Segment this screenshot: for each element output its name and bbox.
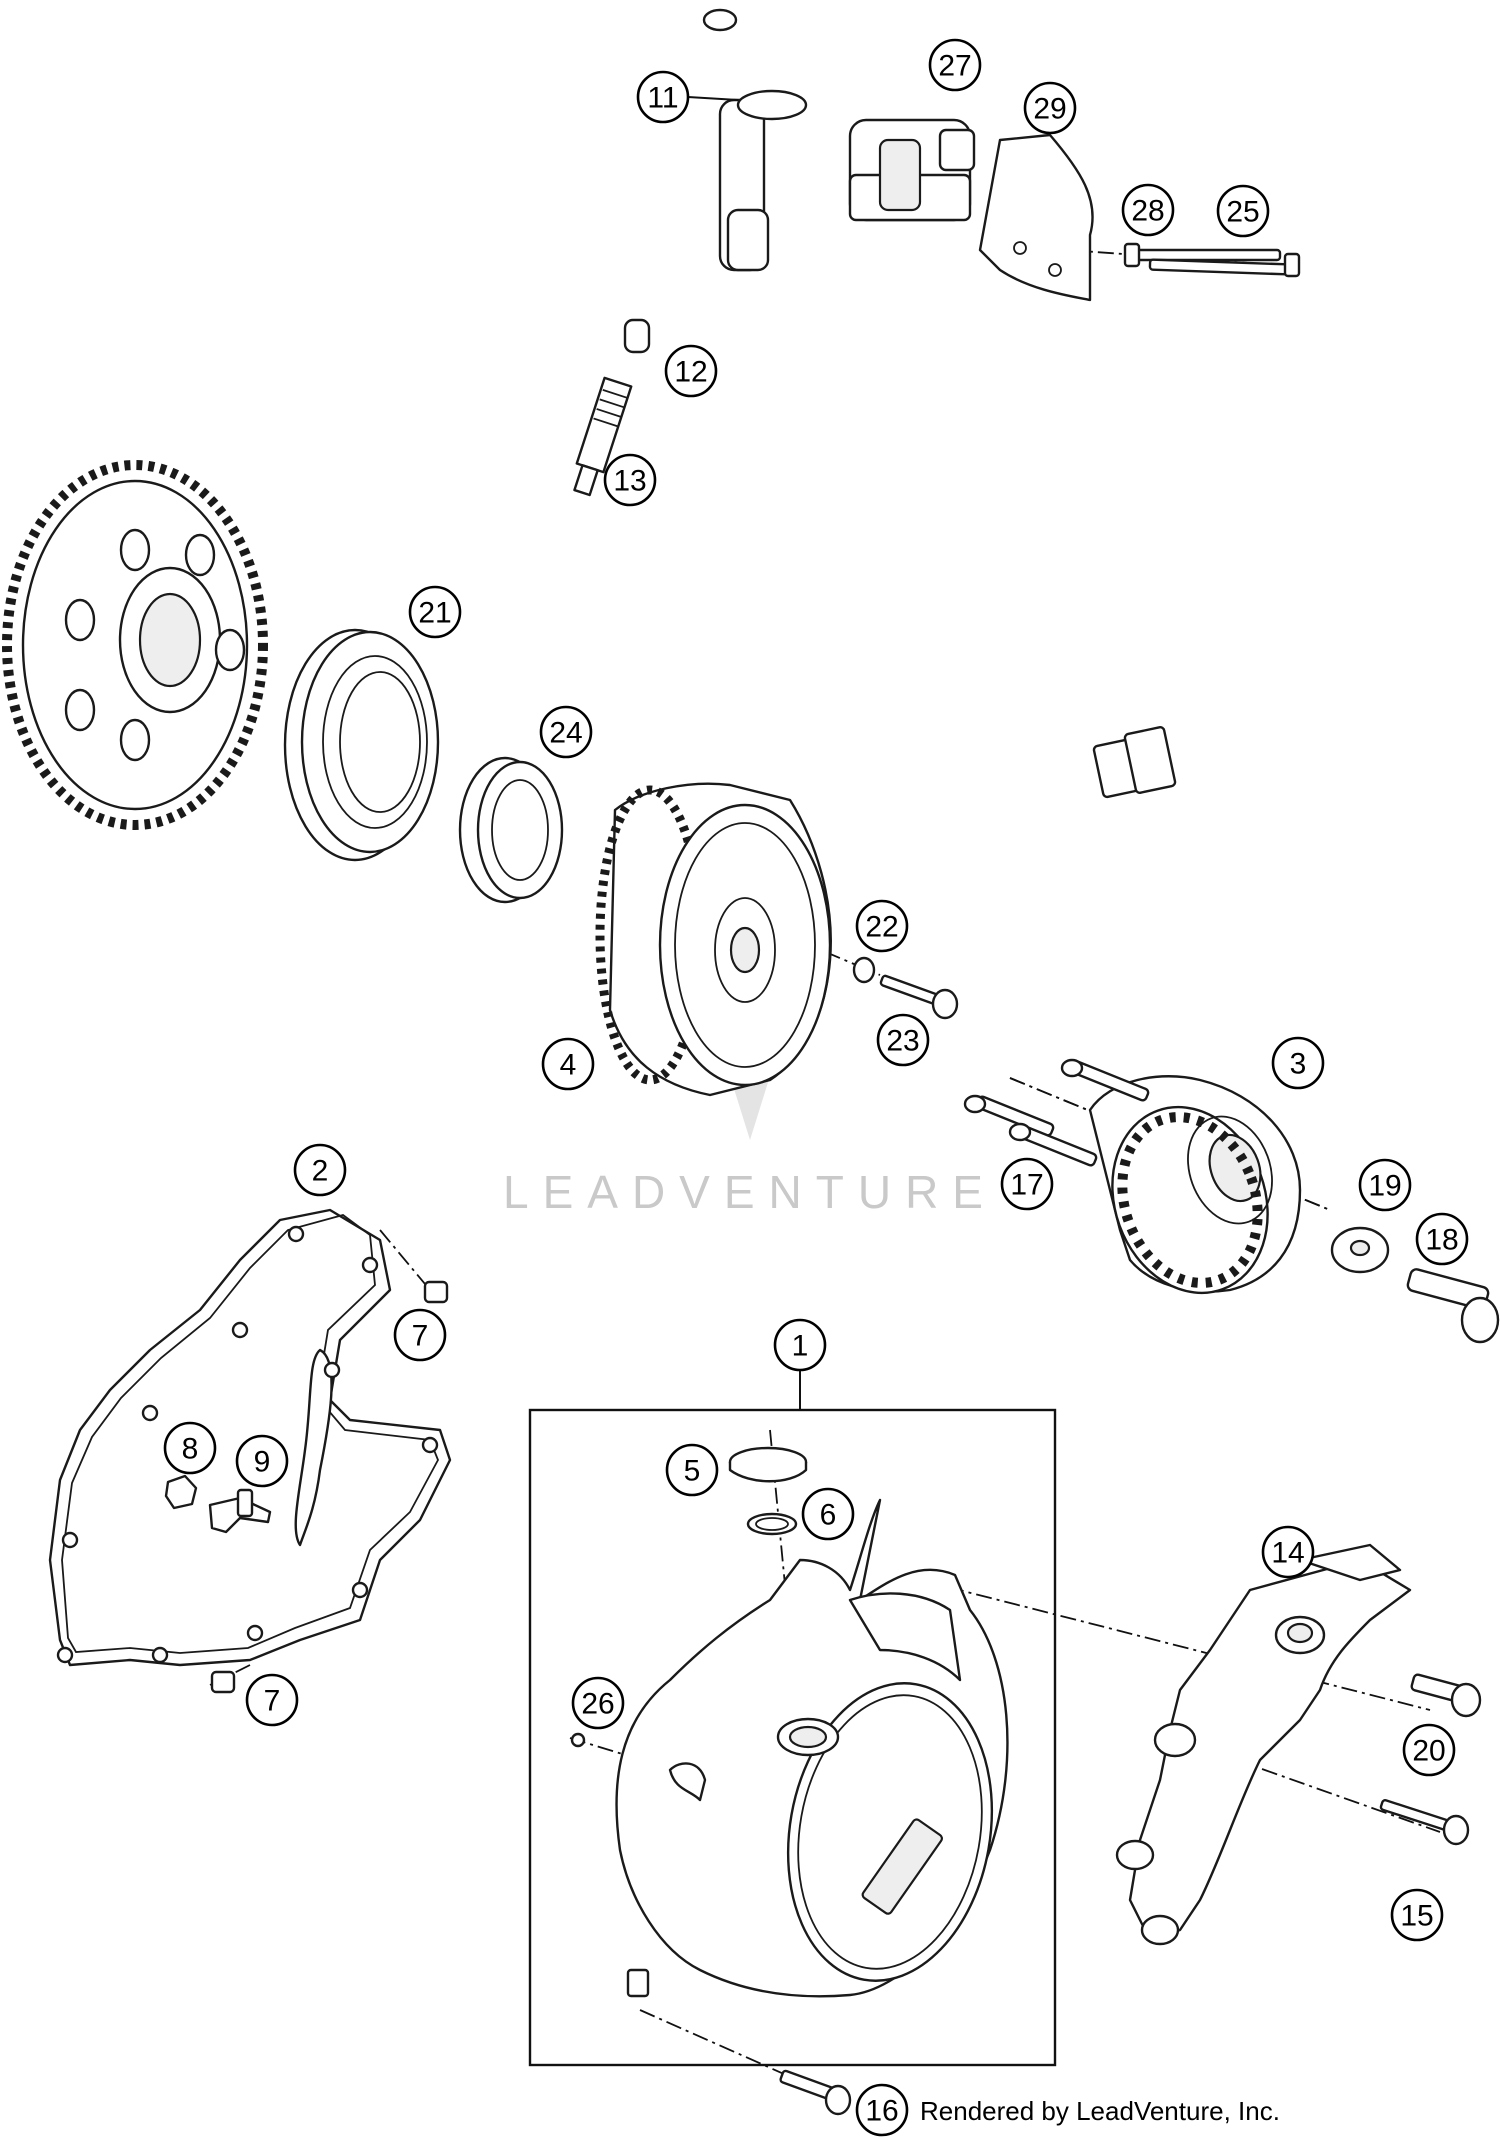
clip-and-nut-parts [164, 1474, 272, 1534]
rotor-part [595, 782, 832, 1097]
svg-text:29: 29 [1033, 93, 1066, 126]
svg-text:11: 11 [647, 82, 678, 115]
callout-28: 28 [1121, 183, 1175, 237]
callout-25: 25 [1216, 184, 1270, 238]
svg-text:19: 19 [1368, 1170, 1401, 1203]
callout-6: 6 [801, 1487, 855, 1541]
svg-text:20: 20 [1412, 1735, 1445, 1768]
svg-text:8: 8 [182, 1433, 199, 1466]
svg-text:7: 7 [264, 1685, 281, 1718]
callout-3: 3 [1271, 1036, 1325, 1090]
callout-18: 18 [1415, 1212, 1469, 1266]
svg-text:7: 7 [412, 1320, 429, 1353]
coil-screws [1123, 242, 1301, 278]
dowel-pins [210, 1280, 449, 1694]
callout-21: 21 [408, 585, 462, 639]
cover-kit-frame [528, 1370, 1057, 2067]
callout-1: 1 [773, 1318, 827, 1372]
svg-text:13: 13 [613, 465, 646, 498]
callout-9: 9 [235, 1434, 289, 1488]
svg-text:2: 2 [312, 1155, 329, 1188]
ignition-cover-part [615, 1498, 1009, 1998]
stator-part [993, 726, 1302, 1295]
rotor-nut-parts [852, 956, 959, 1020]
svg-text:23: 23 [886, 1025, 919, 1058]
callout-12: 12 [664, 344, 718, 398]
coil-cover-part [978, 133, 1094, 302]
svg-text:28: 28 [1131, 195, 1164, 228]
svg-text:4: 4 [560, 1049, 577, 1082]
callout-17: 17 [1000, 1157, 1054, 1211]
callout-13: 13 [603, 453, 657, 507]
callout-16: 16 [855, 2083, 909, 2137]
callout-29: 29 [1023, 81, 1077, 135]
svg-text:25: 25 [1226, 196, 1259, 229]
svg-text:3: 3 [1290, 1048, 1307, 1081]
callout-22: 22 [855, 899, 909, 953]
callout-27: 27 [928, 38, 982, 92]
watermark-text: LEADVENTURE [503, 1166, 997, 1218]
svg-text:24: 24 [549, 717, 582, 750]
callout-24: 24 [539, 705, 593, 759]
stator-screws [963, 1058, 1150, 1167]
ignition-coil-assembly [702, 8, 976, 272]
svg-text:5: 5 [684, 1455, 701, 1488]
callout-19: 19 [1358, 1158, 1412, 1212]
starter-gear-part [2, 460, 268, 830]
callout-5: 5 [665, 1443, 719, 1497]
freewheel-part [283, 628, 440, 862]
gasket-part [48, 1208, 452, 1667]
svg-text:22: 22 [865, 911, 898, 944]
callout-7b: 7 [245, 1673, 299, 1727]
needle-bearing-part [458, 756, 564, 904]
sprocket-cover-bracket [1115, 1543, 1412, 1946]
svg-text:9: 9 [254, 1446, 271, 1479]
svg-text:1: 1 [792, 1330, 809, 1363]
cover-bolts [570, 1673, 1482, 2116]
svg-text:18: 18 [1425, 1224, 1458, 1257]
svg-text:27: 27 [938, 50, 971, 83]
callout-4: 4 [541, 1037, 595, 1091]
oil-plug-parts [728, 1446, 808, 1536]
callouts: 1 2 3 4 5 6 7 7 8 9 11 12 13 14 15 16 17… [163, 38, 1469, 2137]
svg-text:21: 21 [418, 597, 451, 630]
svg-text:12: 12 [674, 356, 707, 389]
callout-2: 2 [293, 1143, 347, 1197]
svg-text:14: 14 [1271, 1537, 1304, 1570]
svg-text:26: 26 [581, 1688, 614, 1721]
callout-15: 15 [1390, 1888, 1444, 1942]
spark-plug-part [573, 318, 651, 497]
callout-14: 14 [1261, 1525, 1315, 1579]
leader-lines [687, 96, 739, 101]
callout-11: 11 [636, 70, 690, 124]
callout-20: 20 [1402, 1723, 1456, 1777]
stator-bolt-parts [1330, 1226, 1500, 1344]
svg-text:15: 15 [1400, 1900, 1433, 1933]
callout-26: 26 [571, 1676, 625, 1730]
callout-23: 23 [876, 1013, 930, 1067]
callout-8: 8 [163, 1421, 217, 1475]
svg-text:17: 17 [1010, 1169, 1043, 1202]
svg-text:16: 16 [865, 2095, 898, 2128]
callout-7a: 7 [393, 1308, 447, 1362]
svg-text:6: 6 [820, 1499, 837, 1532]
render-credit: Rendered by LeadVenture, Inc. [920, 2096, 1280, 2126]
